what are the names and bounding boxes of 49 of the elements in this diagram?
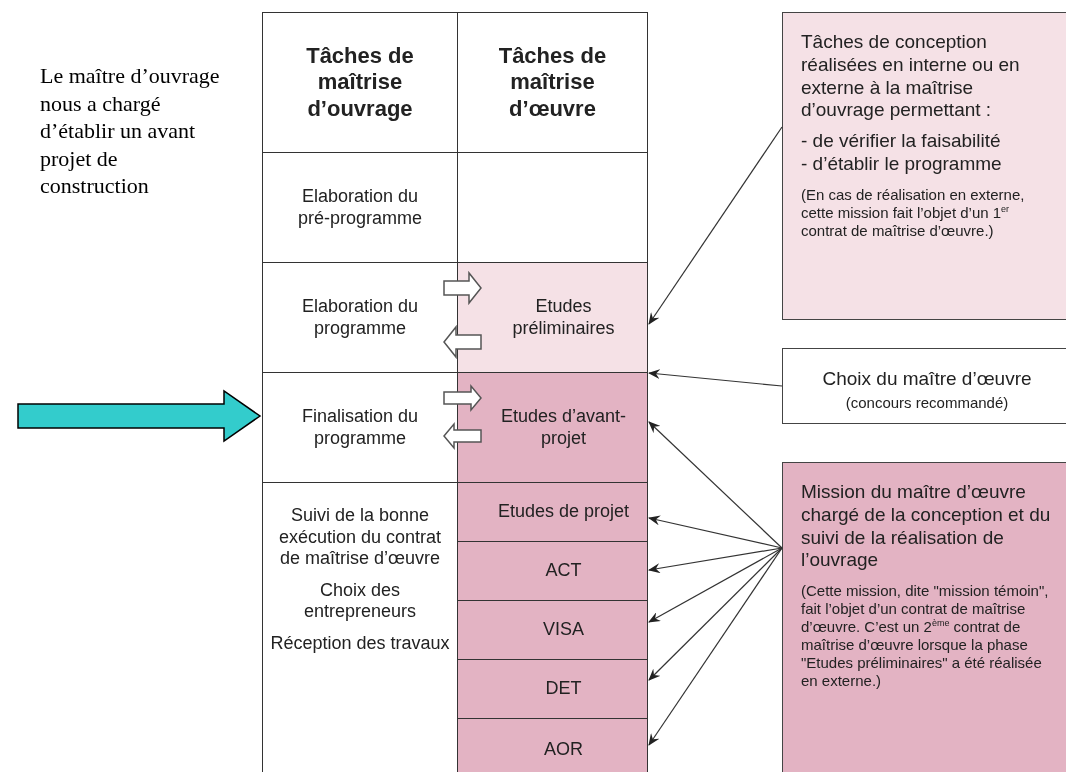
phase-cell [457, 262, 648, 373]
block-arrow [443, 270, 482, 306]
cell-text: AOR [544, 739, 583, 761]
phase-cell [457, 718, 648, 772]
cell-text: Elaboration du pré-programme [296, 185, 423, 230]
block-arrow [443, 324, 482, 360]
cell-text: Choix des entrepreneurs [302, 579, 418, 623]
header-text: Tâches de maîtrise d’ouvrage [305, 42, 415, 123]
arrow [648, 547, 783, 623]
note-box [782, 462, 1066, 772]
phase-cell [457, 482, 648, 542]
arrow [648, 126, 783, 325]
phase-cell [457, 600, 648, 660]
note-box [782, 348, 1066, 424]
arrow [648, 547, 783, 681]
note-text: (concours recommandé) [845, 394, 1009, 413]
arrow [648, 547, 783, 746]
arrow [648, 369, 783, 387]
cell-text: Etudes de projet [497, 501, 630, 523]
cell-text: VISA [543, 619, 584, 641]
arrow [648, 421, 783, 549]
phase-cell [457, 372, 648, 483]
column-header [457, 12, 648, 153]
heading-text: Choix du maître d’œuvre [822, 367, 1032, 391]
header-text: Tâches de maîtrise d’œuvre [497, 42, 608, 123]
cell-text: Etudes préliminaires [511, 295, 616, 340]
side-note: Le maître d’ouvrage nous a chargé d’établir un avant projet de construction [40, 62, 220, 200]
cell-text: Finalisation du programme [300, 405, 420, 450]
block-arrow [443, 383, 482, 413]
arrow [648, 515, 783, 549]
list-item: - de vérifier la faisabilité [801, 130, 1001, 153]
arrow [648, 547, 783, 574]
block-arrow [17, 389, 262, 443]
phase-cell [457, 659, 648, 719]
cell-text: Etudes d’avant-projet [499, 405, 628, 450]
note-text: (En cas de réalisation en externe, cette mission fait l’objet d’un 1$^{er}$ contrat de maîtrise d’œuvre.) [801, 185, 1026, 240]
cell-text: Suivi de la bonne exécution du contrat de maîtrise d’œuvre [277, 505, 443, 570]
note-text: (Cette mission, dite "mission témoin", fait l’objet d’un contrat de maîtrise d’œuvre. C’est un 2$^{ème}$ contrat de maîtrise d’œuvre lorsque la phase "Etudes préliminaires" a été réalisée en externe.) [801, 582, 1050, 691]
cell-text: ACT [545, 560, 582, 582]
list-item: - d’établir le programme [801, 153, 1002, 176]
heading-text: Tâches de conception réalisées en interne ou en externe à la maîtrise d’ouvrage permettant : [801, 31, 1021, 123]
cell-text: DET [545, 678, 582, 700]
note-box [782, 12, 1066, 320]
cell-text: Elaboration du programme [300, 295, 420, 340]
cell-text: Réception des travaux [269, 632, 451, 655]
phase-cell [457, 541, 648, 601]
column-header [262, 12, 458, 153]
heading-text: Mission du maître d’œuvre chargé de la conception et du suivi de la réalisation de l’ouvrage [801, 481, 1052, 573]
block-arrow [443, 421, 482, 451]
